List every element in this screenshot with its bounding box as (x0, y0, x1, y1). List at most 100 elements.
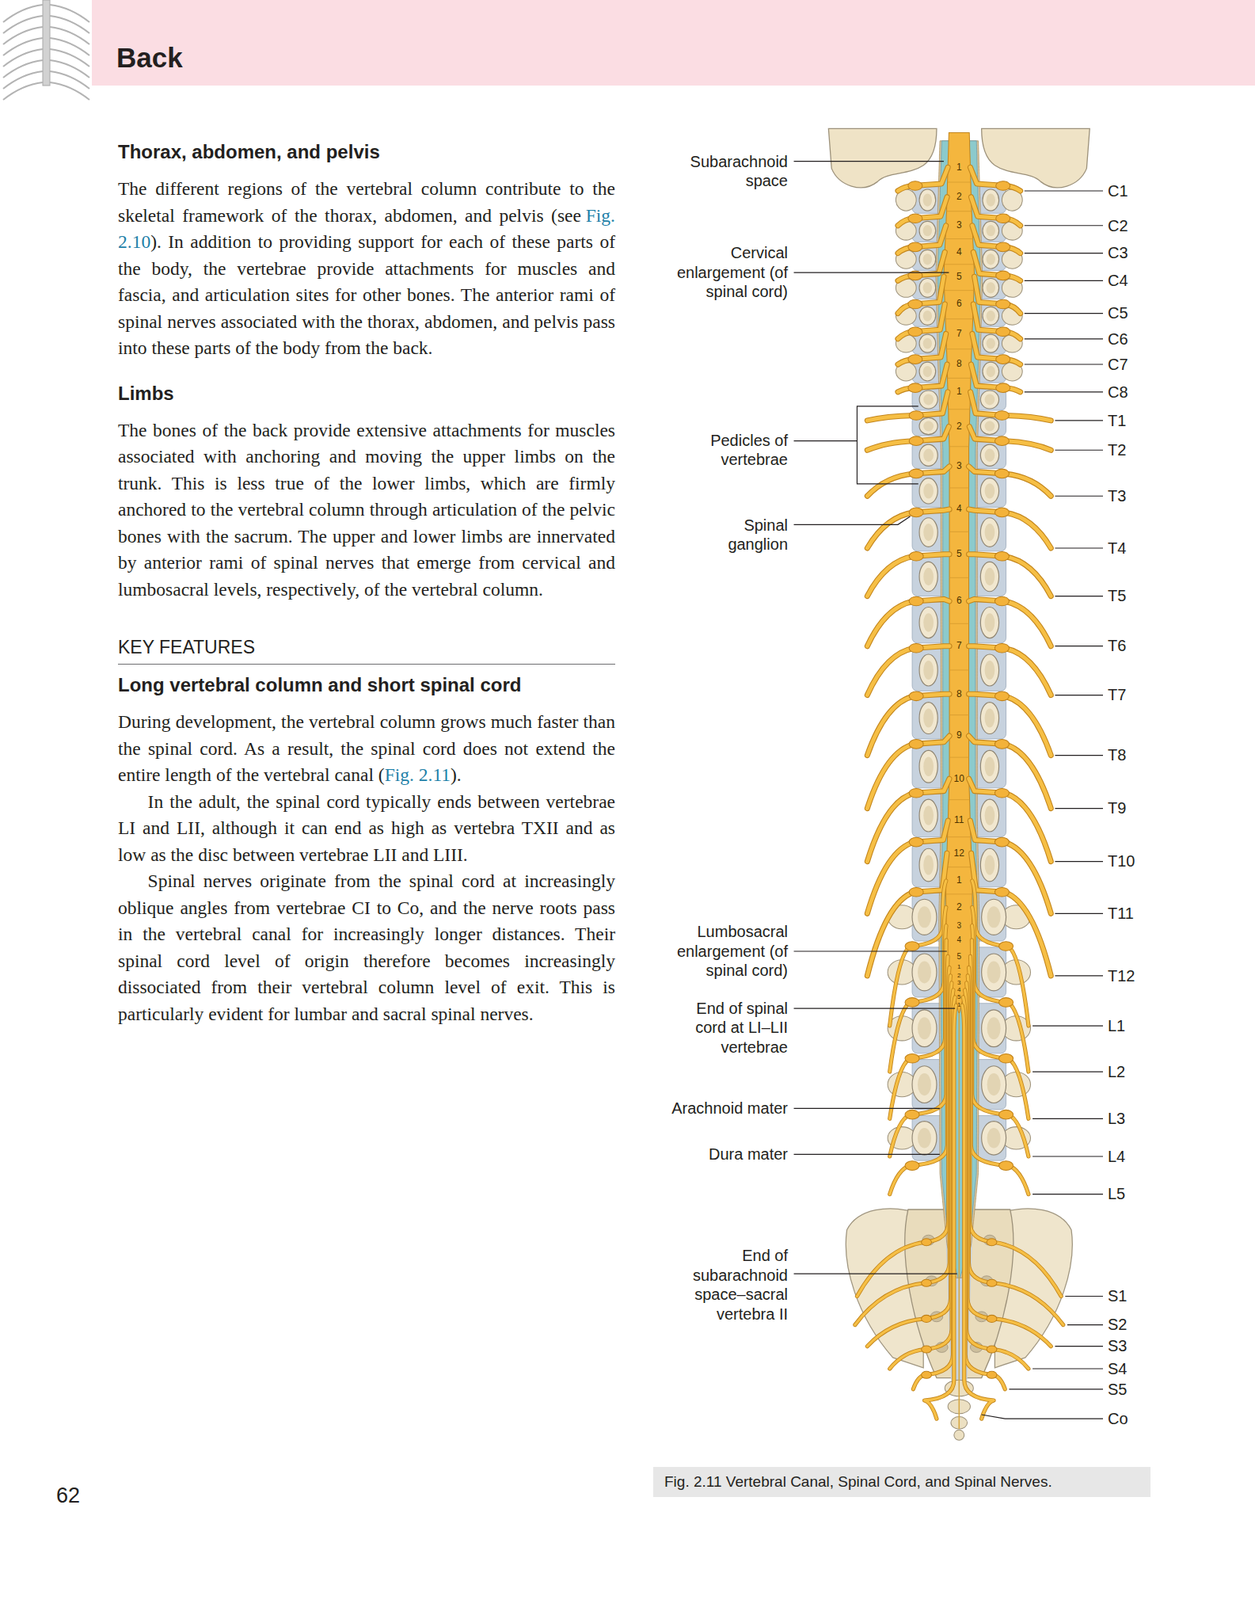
pedicle-shade (923, 567, 934, 586)
leader-line (1054, 449, 1103, 451)
spinal-nerve-outline (973, 304, 1020, 339)
pedicle-shade (984, 523, 996, 541)
spinal-nerve-outline (972, 880, 1029, 1026)
spinal-nerve (889, 989, 954, 1369)
spinal-nerve (972, 333, 1021, 365)
leader-line (981, 1414, 1103, 1419)
header-band (91, 0, 1255, 86)
pedicle-shade (917, 1072, 932, 1096)
leader-line (1024, 252, 1103, 254)
spinal-nerve-outline (889, 955, 948, 1194)
spinal-ganglion (996, 213, 1011, 224)
spinal-ganglion (921, 1314, 932, 1322)
spinal-nerve-outline (855, 975, 951, 1325)
segment-number: 1 (950, 386, 967, 397)
spinal-ganglion (908, 327, 923, 337)
pedicle (980, 444, 999, 466)
body-text: In the adult, the spinal cord typically … (117, 788, 616, 869)
level-label: T3 (1107, 486, 1126, 506)
spinal-nerve (969, 426, 1051, 451)
spinal-nerve-outline (969, 167, 1020, 191)
level-label: C3 (1107, 243, 1129, 263)
pedicle-shade (986, 224, 996, 236)
pedicle (919, 220, 936, 240)
icon-rib (49, 71, 90, 89)
icon-rib (49, 60, 90, 78)
leader-line (1054, 860, 1103, 862)
spinal-nerve (867, 982, 952, 1347)
segment-divider (946, 893, 973, 894)
spinal-nerve (962, 1004, 994, 1419)
skull-base (828, 128, 937, 187)
spinal-ganglion (986, 1278, 997, 1286)
icon-rib (3, 49, 43, 67)
level-label: L2 (1107, 1061, 1126, 1082)
pedicle-shade (986, 253, 996, 265)
spinal-ganglion (908, 596, 924, 606)
segment-number: 6 (950, 298, 967, 309)
pedicle-shade (923, 448, 934, 462)
spinal-ganglion (908, 468, 924, 479)
spinal-nerve (973, 251, 1020, 281)
leader-line (1054, 595, 1103, 597)
segment-number: 5 (950, 271, 967, 282)
icon-rib (49, 49, 90, 67)
segment-number: 4 (950, 503, 967, 514)
pedicle (919, 444, 938, 466)
pedicle-shade (986, 281, 996, 293)
level-label: Co (1107, 1408, 1129, 1429)
level-label: T4 (1107, 538, 1126, 559)
spinal-ganglion (999, 1053, 1014, 1063)
spinal-nerve-outline (962, 1004, 994, 1419)
pedicle-shade (923, 338, 932, 350)
segment-number: 1 (950, 162, 967, 173)
leader-line (1024, 280, 1103, 282)
spinal-nerve-outline (889, 880, 947, 1026)
level-label: T5 (1107, 585, 1126, 606)
pedicle-shade (984, 805, 996, 825)
pedicle (980, 561, 999, 591)
pedicle-shade (984, 708, 996, 728)
pedicle-shade (923, 394, 934, 406)
pedicle-shade (923, 756, 934, 776)
level-label: C4 (1107, 270, 1129, 291)
spinal-ganglion (908, 787, 924, 798)
segment-number: 1 (950, 963, 967, 971)
segment-number: 4 (950, 247, 967, 258)
spinal-ganglion (921, 1370, 932, 1378)
body-text: ). (450, 764, 462, 785)
spinal-nerve-outline (969, 598, 1052, 646)
spinal-cord (943, 133, 975, 1013)
spinal-ganglion (999, 941, 1014, 951)
figure-label: Cervical enlargement (of spinal cord) (675, 243, 788, 302)
segment-divider (945, 318, 974, 320)
leader-line (1054, 547, 1103, 548)
spinal-nerve-outline (897, 304, 945, 339)
spinal-nerve (971, 364, 1021, 392)
spinal-ganglion (986, 1345, 997, 1353)
icon-rib (3, 15, 43, 34)
icon-spine (42, 0, 50, 86)
segment-divider (949, 531, 969, 533)
pedicle-shade (923, 482, 934, 499)
spinal-ganglion (999, 997, 1014, 1008)
spinal-nerve (897, 167, 948, 191)
spinal-ganglion (996, 354, 1011, 365)
spinal-ganglion (908, 691, 924, 701)
spinal-ganglion (908, 181, 923, 191)
leader-line (1054, 645, 1103, 647)
spinal-nerve (897, 276, 944, 313)
level-label: C7 (1107, 354, 1129, 375)
spinal-ganglion (996, 383, 1011, 393)
spinal-nerve-outline (897, 333, 947, 365)
spinal-nerve (969, 466, 1052, 496)
pedicle (912, 898, 937, 935)
spinal-nerve (867, 554, 950, 597)
spinal-nerve (970, 391, 1052, 421)
pedicle (919, 848, 938, 882)
pedicle (981, 953, 1007, 991)
spinal-nerve (969, 598, 1052, 646)
level-label: C1 (1107, 181, 1129, 202)
pedicle-shade (984, 394, 996, 406)
spinal-nerve-outline (969, 554, 1052, 597)
